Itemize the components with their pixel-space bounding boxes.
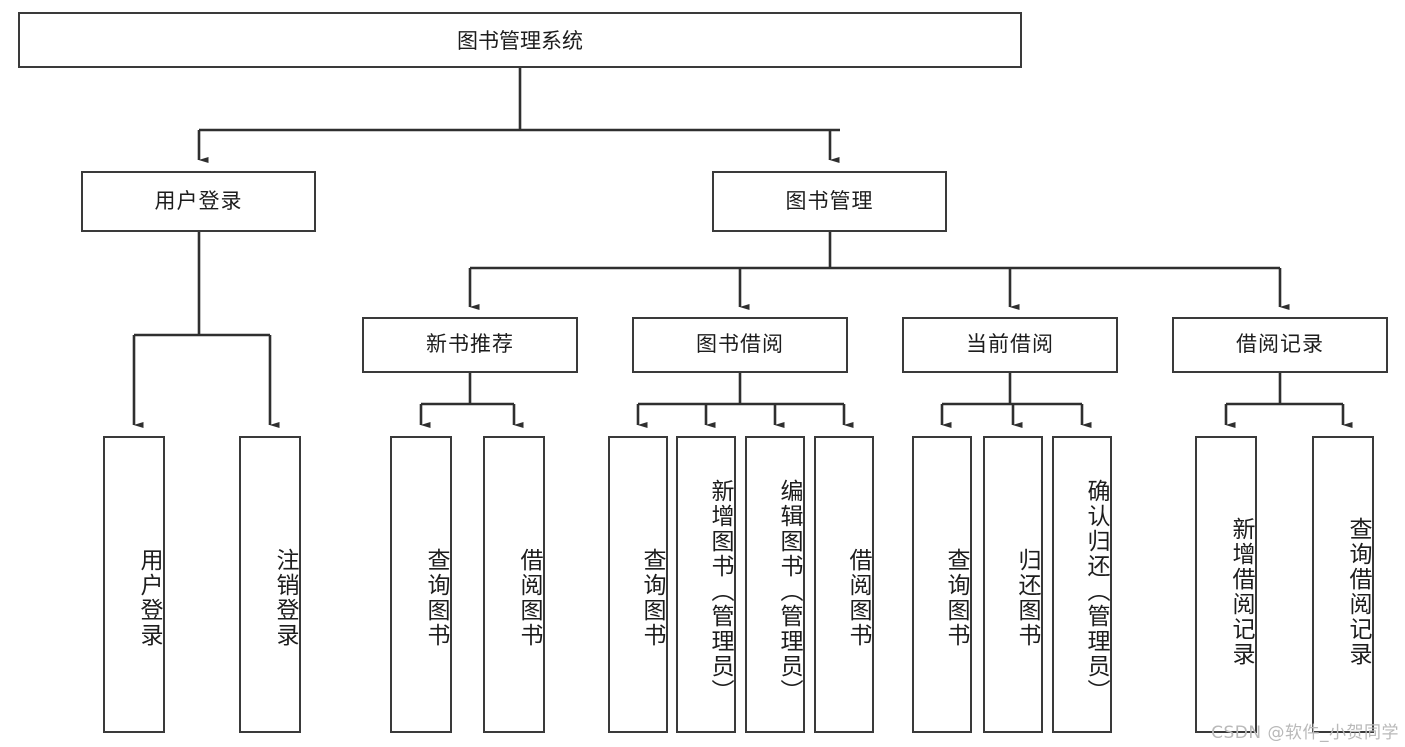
leaf-label: 编辑图书（管理员）: [776, 479, 802, 704]
leaf-label: 用户登录: [136, 547, 162, 648]
node-book-borrow[interactable]: 图书借阅: [632, 317, 848, 373]
leaf-query-book-current[interactable]: 查询图书: [912, 436, 972, 733]
leaf-query-borrow-record[interactable]: 查询借阅记录: [1312, 436, 1374, 733]
node-current-borrow-label: 当前借阅: [966, 332, 1054, 357]
leaf-label: 查询图书: [423, 547, 449, 648]
leaf-borrow-book-recommend[interactable]: 借阅图书: [483, 436, 545, 733]
node-borrow-record[interactable]: 借阅记录: [1172, 317, 1388, 373]
node-new-book-recommend-label: 新书推荐: [426, 332, 514, 357]
leaf-add-borrow-record[interactable]: 新增借阅记录: [1195, 436, 1257, 733]
node-book-management[interactable]: 图书管理: [712, 171, 947, 232]
leaf-label: 新增图书（管理员）: [707, 479, 733, 704]
node-book-borrow-label: 图书借阅: [696, 332, 784, 357]
leaf-user-login[interactable]: 用户登录: [103, 436, 165, 733]
leaf-borrow-book[interactable]: 借阅图书: [814, 436, 874, 733]
node-borrow-record-label: 借阅记录: [1236, 332, 1324, 357]
leaf-logout[interactable]: 注销登录: [239, 436, 301, 733]
leaf-label: 查询图书: [943, 547, 969, 648]
leaf-query-book-borrow[interactable]: 查询图书: [608, 436, 668, 733]
node-current-borrow[interactable]: 当前借阅: [902, 317, 1118, 373]
leaf-label: 注销登录: [272, 547, 298, 648]
leaf-label: 归还图书: [1014, 547, 1040, 648]
leaf-query-book-recommend[interactable]: 查询图书: [390, 436, 452, 733]
node-root-label: 图书管理系统: [457, 29, 583, 53]
node-root[interactable]: 图书管理系统: [18, 12, 1022, 68]
leaf-label: 查询图书: [639, 547, 665, 648]
leaf-label: 借阅图书: [516, 547, 542, 648]
leaf-return-book[interactable]: 归还图书: [983, 436, 1043, 733]
leaf-confirm-return-admin[interactable]: 确认归还（管理员）: [1052, 436, 1112, 733]
leaf-label: 借阅图书: [845, 547, 871, 648]
node-new-book-recommend[interactable]: 新书推荐: [362, 317, 578, 373]
leaf-label: 新增借阅记录: [1228, 516, 1254, 667]
leaf-edit-book-admin[interactable]: 编辑图书（管理员）: [745, 436, 805, 733]
node-user-login[interactable]: 用户登录: [81, 171, 316, 232]
node-user-login-label: 用户登录: [154, 188, 243, 213]
node-book-management-label: 图书管理: [785, 188, 874, 213]
leaf-label: 确认归还（管理员）: [1083, 479, 1109, 704]
leaf-label: 查询借阅记录: [1345, 516, 1371, 667]
leaf-add-book-admin[interactable]: 新增图书（管理员）: [676, 436, 736, 733]
watermark: CSDN @软件_小贺同学: [1211, 723, 1399, 743]
